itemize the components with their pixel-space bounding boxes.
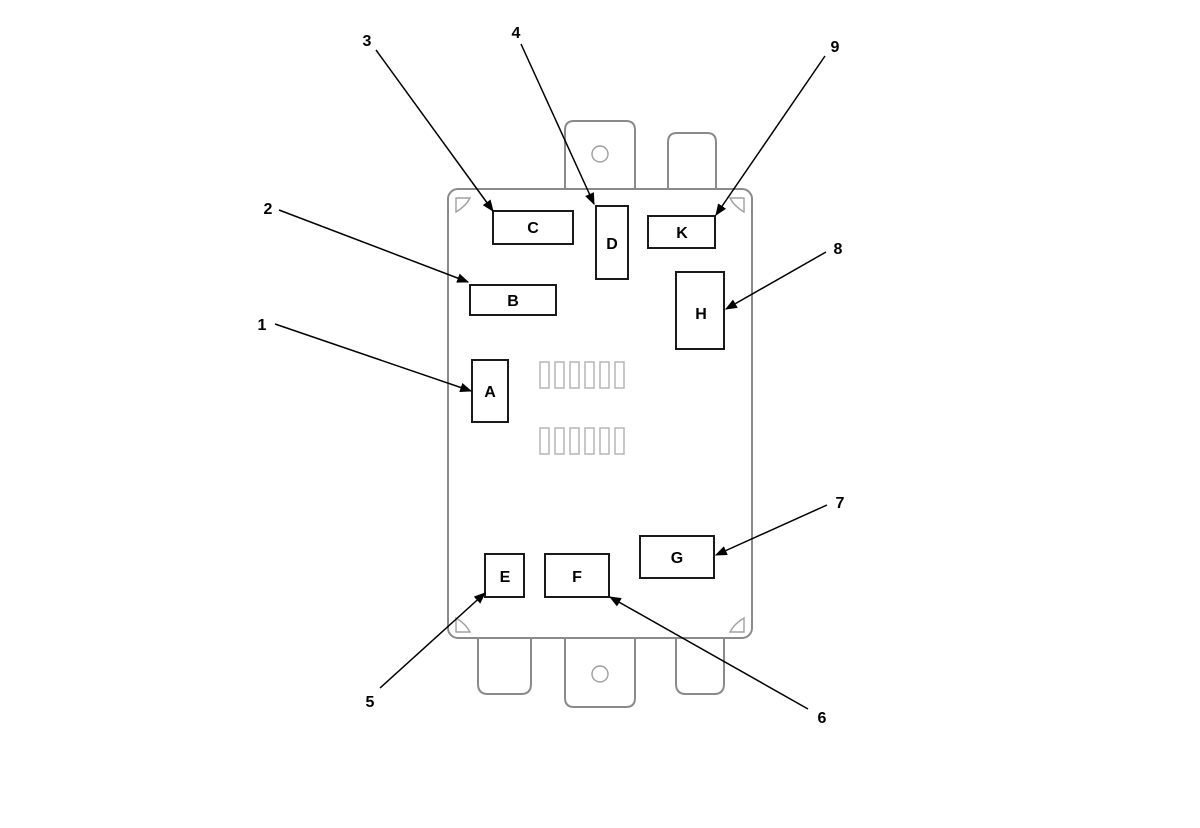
top-mounting-tabs: [564, 120, 717, 192]
connector-label: B: [507, 293, 519, 310]
connector-label: C: [527, 220, 539, 237]
connector-label: H: [695, 306, 707, 323]
connector-e: E: [484, 553, 525, 598]
callout-7: 7: [836, 495, 845, 512]
callout-leaders: [274, 43, 828, 710]
slot-row-upper: [539, 361, 625, 389]
connector-a: A: [471, 359, 509, 423]
leader-5: [379, 592, 486, 689]
callout-5: 5: [366, 694, 375, 711]
callout-3: 3: [363, 33, 372, 50]
leader-3: [375, 49, 494, 212]
connector-d: D: [595, 205, 629, 280]
callout-1: 1: [258, 317, 267, 334]
leader-8: [724, 251, 827, 310]
connector-f: F: [544, 553, 610, 598]
callout-6: 6: [818, 710, 827, 727]
connector-b: B: [469, 284, 557, 316]
connector-label: A: [484, 384, 496, 401]
leader-4: [520, 43, 595, 206]
connector-label: F: [572, 569, 582, 586]
callout-2: 2: [264, 201, 273, 218]
leader-9: [715, 55, 826, 216]
connector-c: C: [492, 210, 574, 245]
connector-label: G: [671, 550, 683, 567]
leader-6: [608, 596, 809, 710]
leader-1: [274, 323, 473, 393]
connector-h: H: [675, 271, 725, 350]
callout-4: 4: [512, 25, 521, 42]
bottom-mounting-tabs: [477, 636, 725, 708]
callout-8: 8: [834, 241, 843, 258]
slot-row-lower: [539, 427, 625, 455]
leader-2: [278, 209, 470, 283]
callout-numbers: 1 2 3 4 5 6 7 8 9: [258, 25, 845, 727]
connector-label: E: [500, 569, 511, 586]
leader-7: [714, 504, 828, 556]
callout-9: 9: [831, 39, 840, 56]
connector-label: K: [676, 225, 688, 242]
connector-label: D: [606, 236, 618, 253]
connector-k: K: [647, 215, 716, 249]
connector-g: G: [639, 535, 715, 579]
